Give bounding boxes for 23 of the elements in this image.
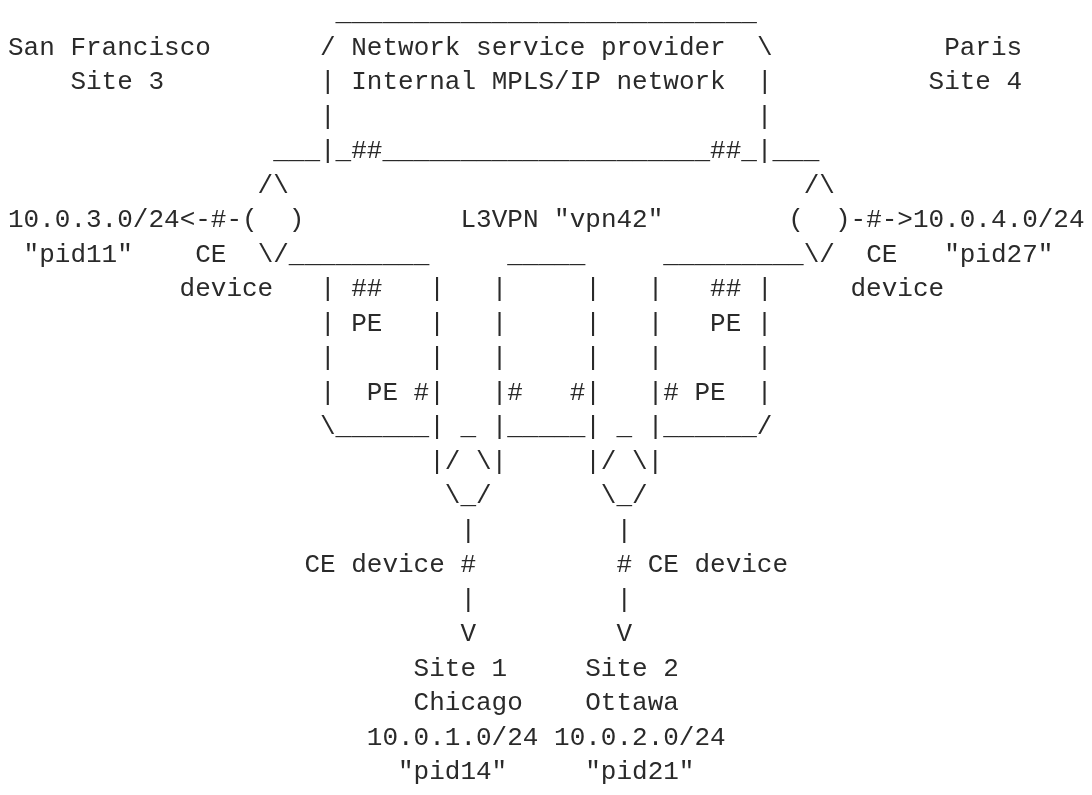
ascii-art-line: 10.0.1.0/24 10.0.2.0/24 <box>366 724 726 751</box>
ascii-art-line: device | ## | | | | ## | device <box>179 276 945 302</box>
ascii-art-line: \_/ \_/ <box>444 483 648 509</box>
ascii-art-line: Site 1 Site 2 <box>413 655 679 682</box>
ascii-art-line: | | <box>320 103 773 130</box>
ascii-art-line: \______| _ |_____| _ |______/ <box>320 414 773 440</box>
ascii-art-line: "pid11" CE \/_________ _____ _________\/ CE "pid27" <box>23 241 1054 268</box>
ascii-art-line: /\ /\ <box>257 172 835 199</box>
ascii-art-line: Chicago Ottawa <box>413 690 679 716</box>
ascii-art-line: San Francisco / Network service provider \ Paris <box>8 34 1023 61</box>
ascii-art-line: Site 3 | Internal MPLS/IP network | Site 4 <box>70 69 1023 95</box>
ascii-art-line: | | | | | | <box>320 345 773 371</box>
ascii-art-line: | PE #| |# #| |# PE | <box>320 379 773 406</box>
ascii-art-line: V V <box>460 621 633 647</box>
ascii-art-line: ___|_##_____________________##_|___ <box>273 138 820 164</box>
ascii-art-line: ___________________________ <box>335 0 757 26</box>
ascii-art-line: 10.0.3.0/24<-#-( ) L3VPN "vpn42" ( )-#->10.0.4.0/24 <box>8 207 1085 233</box>
ascii-art-line: | PE | | | | PE | <box>320 310 773 337</box>
ascii-art-line: | | <box>460 517 633 544</box>
ascii-art-line: CE device # # CE device <box>304 552 789 578</box>
ascii-art-line: | | <box>460 586 633 613</box>
ascii-art-line: |/ \| |/ \| <box>429 448 664 475</box>
ascii-art-line: "pid14" "pid21" <box>398 759 695 785</box>
